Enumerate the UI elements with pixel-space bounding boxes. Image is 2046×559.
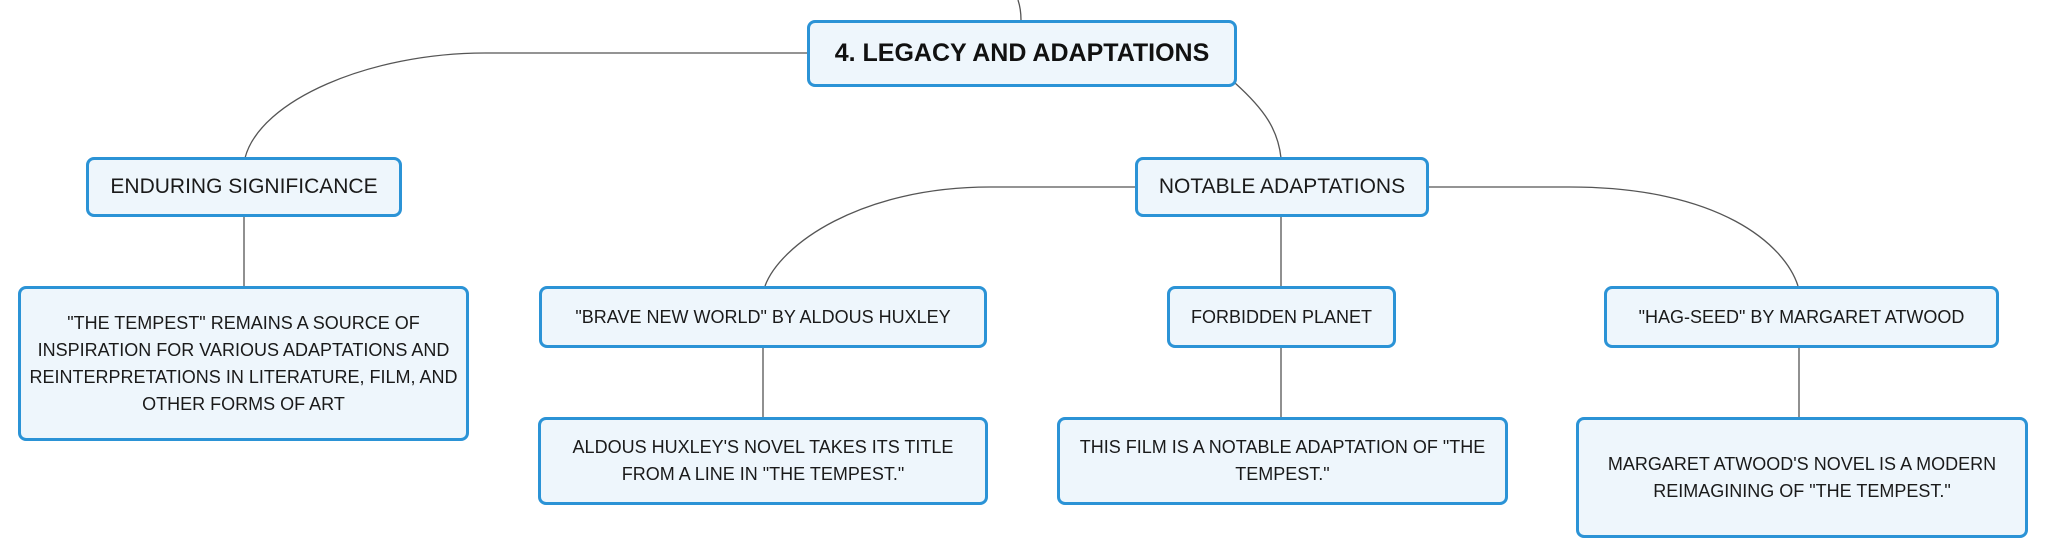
connector-adaptations-to-brave-new-world <box>764 186 1136 287</box>
topic-label: NOTABLE ADAPTATIONS <box>1158 175 1406 198</box>
subtopic-forbidden-planet[interactable]: FORBIDDEN PLANET <box>1167 286 1396 348</box>
root-topic-label: 4. LEGACY AND ADAPTATIONS <box>834 39 1210 67</box>
detail-forbidden-planet[interactable]: THIS FILM IS A NOTABLE ADAPTATION OF "TH… <box>1057 417 1508 505</box>
subtopic-label: "BRAVE NEW WORLD" BY ALDOUS HUXLEY <box>575 306 951 327</box>
connector-adaptations-to-hag-seed <box>1428 186 1799 287</box>
connector-parent-to-root <box>1017 0 1022 21</box>
detail-text: ALDOUS HUXLEY'S NOVEL TAKES ITS TITLE FR… <box>572 437 954 484</box>
connector-root-to-adaptations <box>1234 82 1282 159</box>
root-topic-legacy-and-adaptations[interactable]: 4. LEGACY AND ADAPTATIONS <box>807 20 1237 87</box>
detail-enduring-significance[interactable]: "THE TEMPEST" REMAINS A SOURCE OF INSPIR… <box>18 286 469 441</box>
connector-root-to-enduring <box>244 52 807 159</box>
detail-hag-seed[interactable]: MARGARET ATWOOD'S NOVEL IS A MODERN REIM… <box>1576 417 2028 538</box>
detail-text: "THE TEMPEST" REMAINS A SOURCE OF INSPIR… <box>29 312 458 414</box>
topic-enduring-significance[interactable]: ENDURING SIGNIFICANCE <box>86 157 402 217</box>
topic-notable-adaptations[interactable]: NOTABLE ADAPTATIONS <box>1135 157 1429 217</box>
detail-brave-new-world[interactable]: ALDOUS HUXLEY'S NOVEL TAKES ITS TITLE FR… <box>538 417 988 505</box>
subtopic-label: "HAG-SEED" BY MARGARET ATWOOD <box>1638 306 1965 327</box>
subtopic-hag-seed[interactable]: "HAG-SEED" BY MARGARET ATWOOD <box>1604 286 1999 348</box>
subtopic-brave-new-world[interactable]: "BRAVE NEW WORLD" BY ALDOUS HUXLEY <box>539 286 987 348</box>
topic-label: ENDURING SIGNIFICANCE <box>110 175 378 198</box>
detail-text: THIS FILM IS A NOTABLE ADAPTATION OF "TH… <box>1079 437 1486 484</box>
detail-text: MARGARET ATWOOD'S NOVEL IS A MODERN REIM… <box>1607 453 1997 501</box>
subtopic-label: FORBIDDEN PLANET <box>1190 306 1373 327</box>
